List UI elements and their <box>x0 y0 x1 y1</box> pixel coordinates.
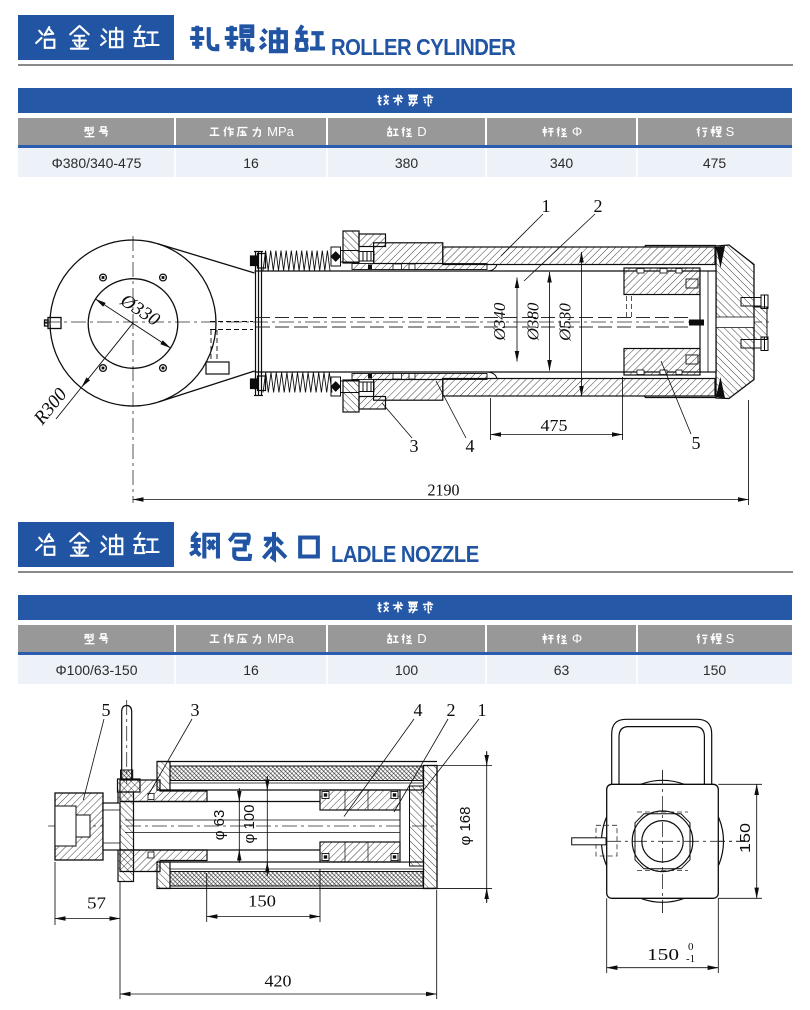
svg-text:1: 1 <box>542 196 551 216</box>
svg-text:Ø330: Ø330 <box>116 290 164 331</box>
svg-text:57: 57 <box>87 894 107 913</box>
svg-text:1: 1 <box>478 700 487 720</box>
svg-text:Ø530: Ø530 <box>556 303 575 342</box>
svg-text:420: 420 <box>265 972 292 991</box>
svg-text:2: 2 <box>594 196 603 216</box>
svg-text:150: 150 <box>737 823 754 853</box>
svg-text:0: 0 <box>688 941 694 953</box>
svg-text:φ 168: φ 168 <box>457 807 474 846</box>
svg-text:φ 100: φ 100 <box>241 805 258 844</box>
svg-text:-1: -1 <box>686 953 695 965</box>
svg-text:150: 150 <box>248 892 276 911</box>
svg-text:3: 3 <box>410 436 419 456</box>
svg-text:4: 4 <box>414 700 423 720</box>
svg-text:475: 475 <box>541 416 568 435</box>
svg-text:Ø340: Ø340 <box>490 302 509 341</box>
svg-text:150: 150 <box>647 945 679 964</box>
svg-text:2: 2 <box>447 700 456 720</box>
svg-text:3: 3 <box>191 700 200 720</box>
svg-text:2190: 2190 <box>428 481 460 500</box>
svg-text:5: 5 <box>102 700 111 720</box>
svg-text:Ø380: Ø380 <box>524 302 543 341</box>
svg-text:4: 4 <box>466 436 475 456</box>
svg-text:φ 63: φ 63 <box>211 810 228 841</box>
svg-text:5: 5 <box>692 433 701 453</box>
